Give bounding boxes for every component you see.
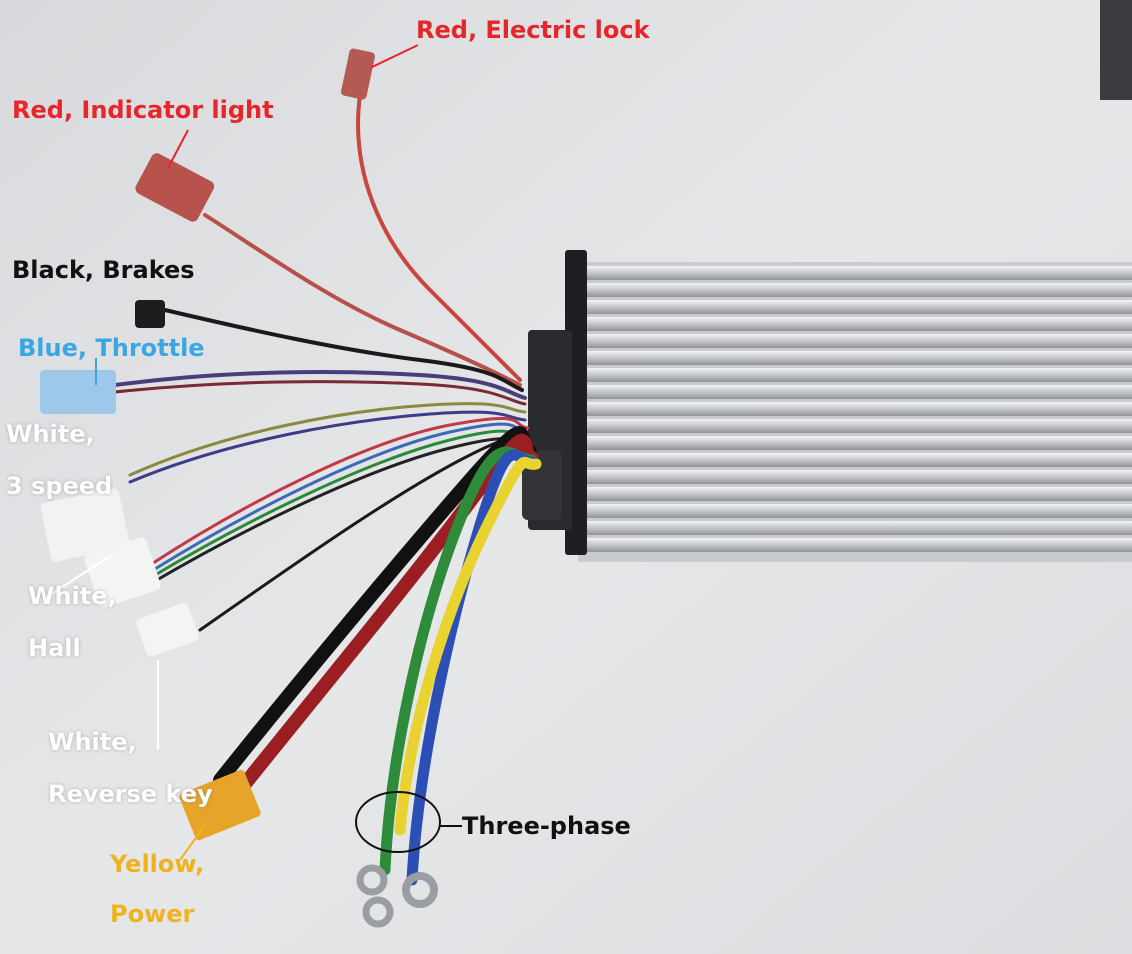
annotation-pointers xyxy=(44,44,462,861)
heatsink-fin xyxy=(587,436,1132,450)
heatsink-fin xyxy=(587,504,1132,518)
heatsink-fin xyxy=(587,487,1132,501)
heatsink-fin xyxy=(587,385,1132,399)
heatsink-fin xyxy=(587,317,1132,331)
three-speed-connector xyxy=(40,488,130,562)
heatsink-fin xyxy=(587,470,1132,484)
throttle-connector xyxy=(40,370,116,414)
phase-ring-3 xyxy=(402,872,438,908)
electric-lock-connector xyxy=(341,48,375,100)
controller-body xyxy=(522,250,1132,562)
connectors xyxy=(40,48,438,928)
wire-harness xyxy=(113,93,542,886)
label-reverse-key-line2: Reverse key xyxy=(48,780,213,808)
label-hall-line2: Hall xyxy=(28,634,81,662)
label-three-phase: Three-phase xyxy=(462,812,631,840)
brakes-connector xyxy=(135,300,165,328)
phase-ring-1 xyxy=(356,864,388,896)
label-power-line1: Yellow, xyxy=(110,850,205,878)
reverse-key-connector xyxy=(136,603,199,657)
label-three-speed-line1: White, xyxy=(6,420,95,448)
heatsink-fin xyxy=(587,283,1132,297)
heatsink-fin xyxy=(587,266,1132,280)
heatsink-fin xyxy=(587,300,1132,314)
heatsink-fins xyxy=(587,266,1132,552)
label-indicator-light: Red, Indicator light xyxy=(12,96,274,124)
label-electric-lock: Red, Electric lock xyxy=(416,16,650,44)
label-brakes: Black, Brakes xyxy=(12,256,195,284)
heatsink-fin xyxy=(587,453,1132,467)
heatsink-fin xyxy=(587,351,1132,365)
label-reverse-key-line1: White, xyxy=(48,728,137,756)
power-connector xyxy=(179,769,261,841)
heatsink-fin xyxy=(587,521,1132,535)
hall-connector xyxy=(84,537,161,608)
heatsink-fin xyxy=(587,368,1132,382)
three-phase-circle xyxy=(355,791,441,853)
dark-object-corner xyxy=(1100,0,1132,100)
phase-ring-2 xyxy=(362,896,394,928)
heatsink-fin xyxy=(587,334,1132,348)
heatsink-fin xyxy=(587,419,1132,433)
label-throttle: Blue, Throttle xyxy=(18,334,205,362)
heatsink-fin xyxy=(587,402,1132,416)
heatsink-fin xyxy=(587,538,1132,552)
indicator-light-connector xyxy=(135,153,215,222)
label-hall-line1: White, xyxy=(28,582,117,610)
label-power-line2: Power xyxy=(110,900,195,928)
label-three-speed-line2: 3 speed xyxy=(6,472,113,500)
